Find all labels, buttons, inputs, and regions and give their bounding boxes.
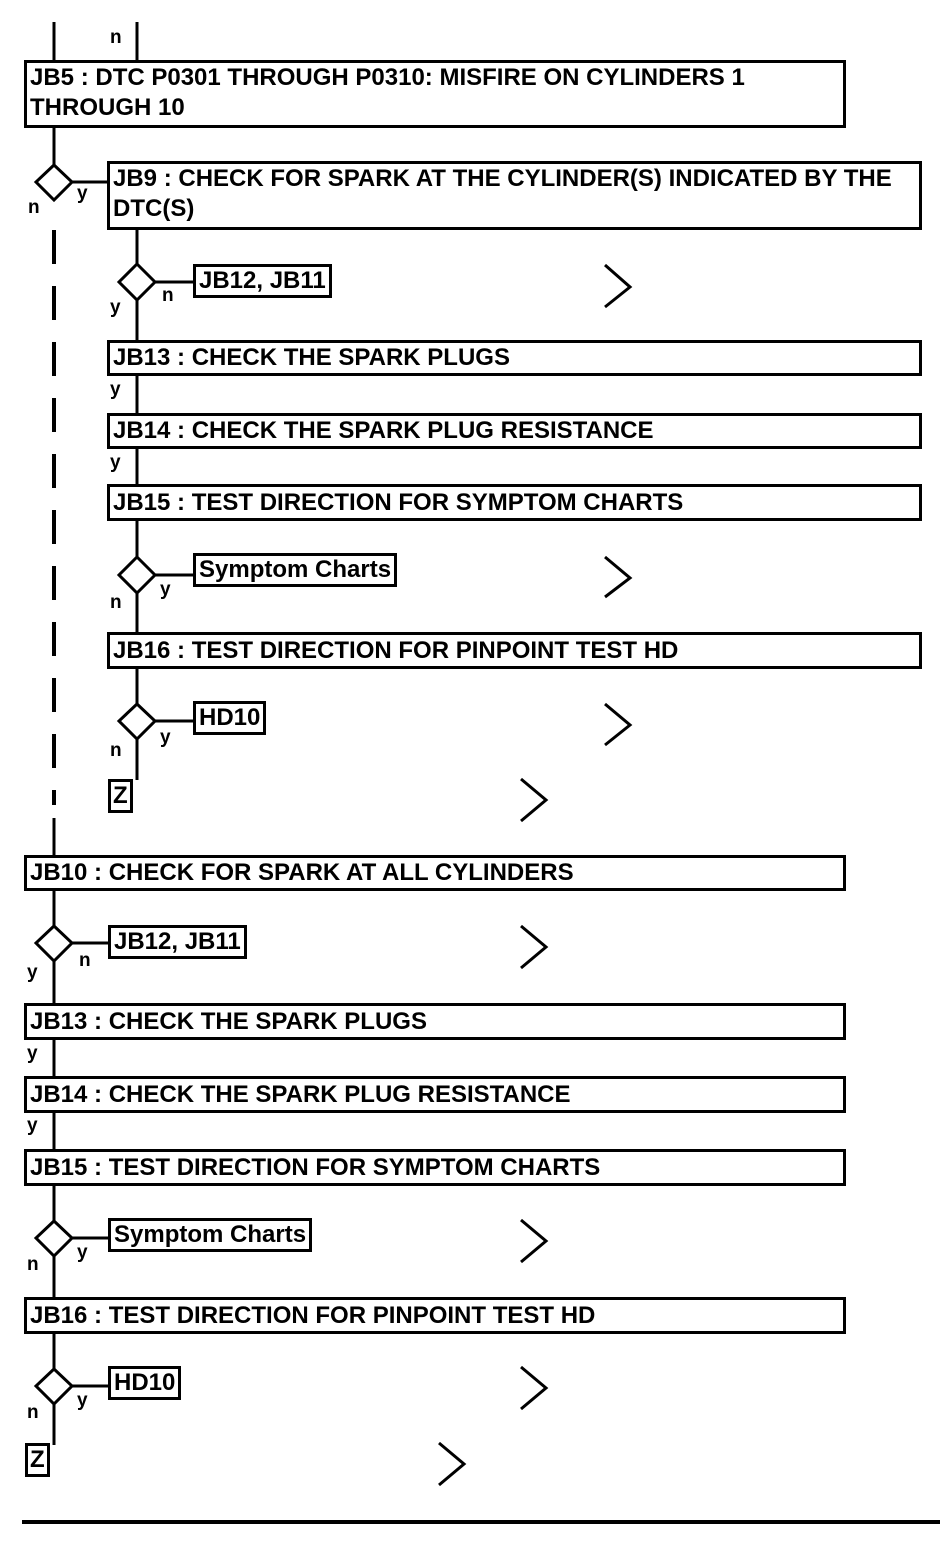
step-jb13: JB13 : CHECK THE SPARK PLUGS: [24, 1003, 846, 1040]
branch-label-yes: y: [27, 1115, 38, 1136]
branch-label-yes: y: [77, 1242, 88, 1263]
step-jb16: JB16 : TEST DIRECTION FOR PINPOINT TEST …: [24, 1297, 846, 1334]
step-jb10: JB10 : CHECK FOR SPARK AT ALL CYLINDERS: [24, 855, 846, 891]
branch-label-yes: y: [27, 1043, 38, 1064]
chevron-right-icon: [520, 924, 549, 970]
target-jb12-jb11[interactable]: JB12, JB11: [193, 264, 332, 298]
branch-label-no: n: [27, 1254, 39, 1275]
target-symptom-charts[interactable]: Symptom Charts: [108, 1218, 313, 1252]
step-jb14: JB14 : CHECK THE SPARK PLUG RESISTANCE: [24, 1076, 846, 1113]
decision-diamond-jb9: [33, 162, 75, 203]
target-hd10[interactable]: HD10: [108, 1366, 182, 1400]
target-z[interactable]: Z: [25, 1443, 50, 1477]
decision-diamond-symptom-a: [116, 554, 158, 596]
step-jb13: JB13 : CHECK THE SPARK PLUGS: [107, 340, 922, 376]
branch-label-no: n: [79, 950, 91, 971]
decision-diamond-symptom-b: [33, 1218, 75, 1259]
branch-label-yes: y: [110, 297, 121, 318]
branch-label-yes: y: [110, 379, 121, 400]
chevron-right-icon: [520, 1365, 549, 1411]
branch-label-no: n: [27, 1402, 39, 1423]
branch-label-no: n: [162, 285, 174, 306]
chevron-right-icon: [438, 1441, 467, 1487]
step-jb5: JB5 : DTC P0301 THROUGH P0310: MISFIRE O…: [24, 60, 846, 128]
decision-diamond-hd10-b: [33, 1366, 75, 1407]
target-z[interactable]: Z: [108, 779, 133, 813]
step-jb15: JB15 : TEST DIRECTION FOR SYMPTOM CHARTS: [24, 1149, 846, 1186]
chevron-right-icon: [520, 1218, 549, 1264]
branch-label-no: n: [28, 197, 40, 218]
branch-label-no: n: [110, 592, 122, 613]
branch-label-yes: y: [110, 452, 121, 473]
decision-diamond-jb12-b: [33, 923, 75, 964]
target-symptom-charts[interactable]: Symptom Charts: [193, 553, 398, 587]
step-jb15: JB15 : TEST DIRECTION FOR SYMPTOM CHARTS: [107, 484, 922, 521]
branch-label-yes: y: [160, 727, 171, 748]
decision-diamond-hd10-a: [116, 701, 158, 742]
branch-label-no: n: [110, 740, 122, 761]
target-hd10[interactable]: HD10: [193, 701, 267, 735]
chevron-right-icon: [604, 555, 633, 599]
step-jb16: JB16 : TEST DIRECTION FOR PINPOINT TEST …: [107, 632, 922, 669]
branch-label-yes: y: [77, 183, 88, 204]
branch-label-yes: y: [160, 579, 171, 600]
chevron-right-icon: [604, 702, 633, 747]
step-jb9: JB9 : CHECK FOR SPARK AT THE CYLINDER(S)…: [107, 161, 922, 230]
chevron-right-icon: [520, 777, 549, 823]
branch-label-yes: y: [27, 962, 38, 983]
target-jb12-jb11[interactable]: JB12, JB11: [108, 925, 247, 959]
branch-label-no: n: [110, 27, 122, 48]
decision-diamond-jb12-a: [116, 261, 158, 303]
step-jb14: JB14 : CHECK THE SPARK PLUG RESISTANCE: [107, 413, 922, 449]
chevron-right-icon: [604, 263, 633, 309]
branch-label-yes: y: [77, 1390, 88, 1411]
